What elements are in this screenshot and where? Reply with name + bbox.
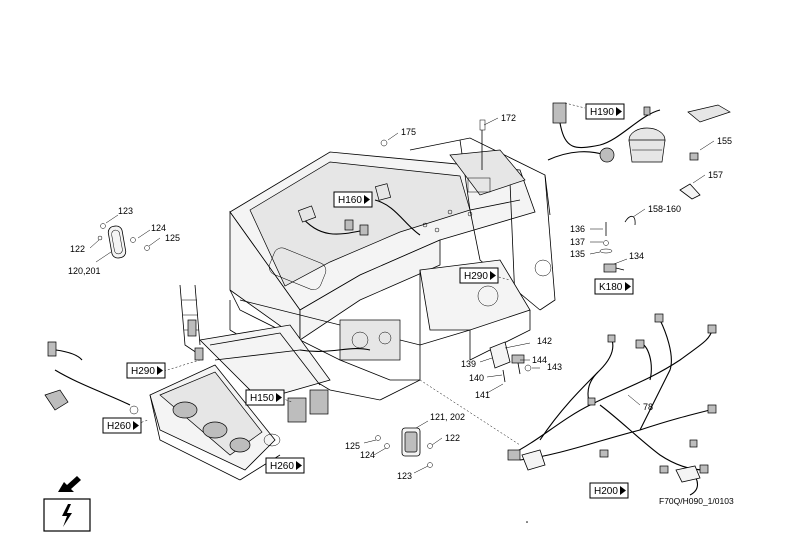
- main-harness: [507, 313, 717, 496]
- ref-box-h160[interactable]: H160: [333, 191, 373, 208]
- part-number-labels: 172 175 155 157 158-160 136 137 135 134 …: [68, 113, 732, 481]
- sensor-assembly: [489, 341, 532, 383]
- svg-text:H150: H150: [250, 393, 274, 404]
- part-label-121-202: 121, 202: [430, 412, 465, 422]
- left-lamp-assembly: [97, 223, 150, 259]
- part-label-143: 143: [547, 362, 562, 372]
- part-label-123-left: 123: [118, 206, 133, 216]
- part-label-139: 139: [461, 359, 476, 369]
- svg-text:H290: H290: [464, 271, 488, 282]
- left-wiring: [44, 341, 139, 415]
- part-label-158-160: 158-160: [648, 204, 681, 214]
- part-label-120-201: 120,201: [68, 266, 101, 276]
- part-label-122-bottom: 122: [445, 433, 460, 443]
- part-label-172: 172: [501, 113, 516, 123]
- part-label-141: 141: [475, 390, 490, 400]
- cross-reference-boxes: H190 H160 H290 K180 H290 H150: [102, 103, 634, 499]
- svg-text:H190: H190: [590, 107, 614, 118]
- part-label-135: 135: [570, 249, 585, 259]
- lightning-bolt-icon: [43, 498, 91, 532]
- svg-text:H160: H160: [338, 195, 362, 206]
- ref-box-h190[interactable]: H190: [585, 103, 625, 120]
- part-label-175: 175: [401, 127, 416, 137]
- ref-box-k180[interactable]: K180: [594, 278, 634, 295]
- ref-box-h290-left[interactable]: H290: [126, 362, 166, 379]
- part-label-122-left: 122: [70, 244, 85, 254]
- ref-box-h290-right[interactable]: H290: [459, 267, 499, 284]
- part-label-125-bottom: 125: [345, 441, 360, 451]
- svg-text:K180: K180: [599, 282, 623, 293]
- svg-text:H290: H290: [131, 366, 155, 377]
- svg-text:H200: H200: [594, 486, 618, 497]
- part-label-155: 155: [717, 136, 732, 146]
- ref-box-h150[interactable]: H150: [245, 389, 285, 406]
- part-label-144: 144: [532, 355, 547, 365]
- part-label-124-bottom: 124: [360, 450, 375, 460]
- ref-box-h260-bottom[interactable]: H260: [265, 457, 305, 474]
- ref-box-h260-left[interactable]: H260: [102, 417, 142, 434]
- part-label-142: 142: [537, 336, 552, 346]
- part-label-123-bottom: 123: [397, 471, 412, 481]
- ref-box-h200[interactable]: H200: [589, 482, 629, 499]
- part-label-137: 137: [570, 237, 585, 247]
- part-label-157: 157: [708, 170, 723, 180]
- part-label-78: 78: [643, 402, 653, 412]
- center-lamp-assembly: [297, 183, 392, 236]
- part-label-124-left: 124: [151, 223, 166, 233]
- svg-text:H260: H260: [270, 461, 294, 472]
- bottom-lamp-assembly: [375, 427, 433, 468]
- arrow-down-left-icon: [58, 476, 81, 492]
- part-label-134: 134: [629, 251, 644, 261]
- leader-lines: [89, 102, 715, 474]
- part-label-140: 140: [469, 373, 484, 383]
- part-label-125-left: 125: [165, 233, 180, 243]
- machine-frame: [149, 119, 556, 481]
- part-label-136: 136: [570, 224, 585, 234]
- svg-text:H260: H260: [107, 421, 131, 432]
- beacon-assembly: [380, 102, 731, 273]
- document-code: F70Q/H090_1/0103: [659, 496, 734, 506]
